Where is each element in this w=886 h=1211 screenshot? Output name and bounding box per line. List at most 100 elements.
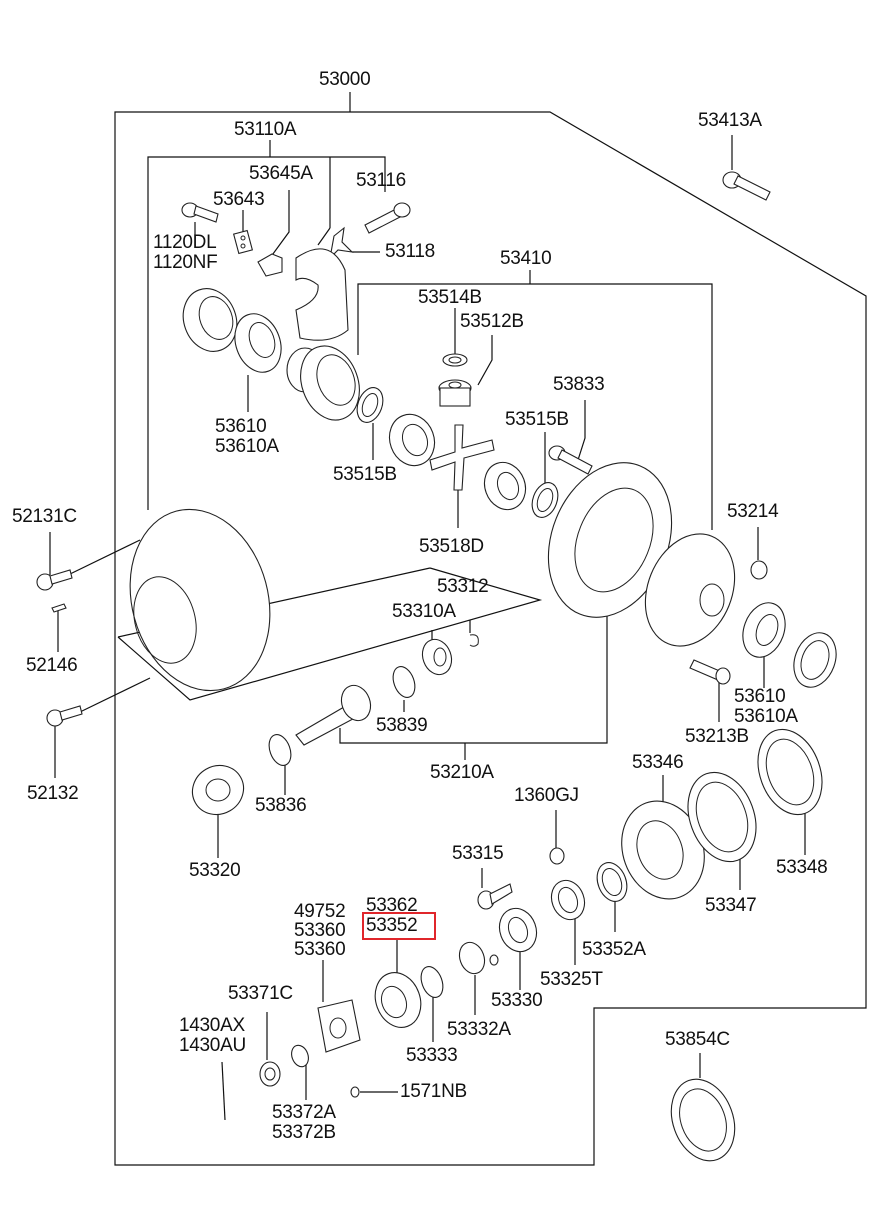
part-diff-case bbox=[286, 345, 360, 421]
part-snap-ring-53312 bbox=[469, 634, 479, 647]
part-nut-1360GJ bbox=[549, 847, 565, 865]
part-pin-52146 bbox=[51, 603, 67, 613]
part-label-53325T[interactable]: 53325T bbox=[540, 969, 603, 990]
part-label-53118[interactable]: 53118 bbox=[385, 241, 435, 262]
part-label-53332A[interactable]: 53332A bbox=[447, 1019, 511, 1040]
part-spacer-53839 bbox=[392, 666, 416, 698]
part-bolt-53413A bbox=[722, 171, 771, 201]
part-drive-pinion bbox=[295, 684, 372, 746]
part-label-53515B-left[interactable]: 53515B bbox=[333, 464, 397, 485]
part-label-53214[interactable]: 53214 bbox=[727, 501, 779, 522]
part-label-53514B[interactable]: 53514B bbox=[418, 287, 482, 308]
part-label-53347[interactable]: 53347 bbox=[705, 895, 757, 916]
part-bearing-53310A bbox=[421, 638, 453, 676]
part-label-53833[interactable]: 53833 bbox=[553, 374, 605, 395]
part-label-53330[interactable]: 53330 bbox=[491, 990, 543, 1011]
part-bearing-53320 bbox=[191, 764, 245, 816]
part-label-53518D[interactable]: 53518D bbox=[419, 536, 484, 557]
part-label-53110A[interactable]: 53110A bbox=[234, 119, 297, 140]
part-label-53213B[interactable]: 53213B bbox=[685, 726, 749, 747]
part-bolt-52132 bbox=[46, 705, 83, 727]
part-label-53643[interactable]: 53643 bbox=[213, 189, 265, 210]
part-label-53348[interactable]: 53348 bbox=[776, 857, 828, 878]
part-label-53372A[interactable]: 53372A bbox=[272, 1102, 336, 1123]
part-pinion-gear-53512B bbox=[438, 379, 472, 407]
part-label-53210A[interactable]: 53210A bbox=[430, 762, 494, 783]
part-washer-53515B-left bbox=[356, 387, 384, 423]
bracket-53210A bbox=[339, 612, 608, 760]
part-label-52146[interactable]: 52146 bbox=[26, 655, 78, 676]
part-washer-53515B-right bbox=[531, 482, 559, 518]
part-label-53410[interactable]: 53410 bbox=[500, 248, 552, 269]
part-bolt-53833 bbox=[548, 445, 593, 475]
part-label-53610-right[interactable]: 53610 bbox=[734, 686, 786, 707]
part-bearing-race-right bbox=[793, 632, 837, 688]
part-label-53000[interactable]: 53000 bbox=[319, 69, 371, 90]
part-bearing-53610 bbox=[234, 313, 282, 373]
part-label-52131C[interactable]: 52131C bbox=[12, 506, 77, 527]
part-label-53352[interactable]: 53352 bbox=[366, 915, 418, 936]
part-label-53371C[interactable]: 53371C bbox=[228, 983, 293, 1004]
part-side-gear-right bbox=[483, 461, 527, 511]
part-label-53360-a[interactable]: 53360 bbox=[294, 920, 346, 941]
part-label-53352A[interactable]: 53352A bbox=[582, 939, 646, 960]
part-bolt-52131C bbox=[36, 569, 73, 591]
part-label-53413A[interactable]: 53413A bbox=[698, 110, 762, 131]
bracket-53110A bbox=[147, 140, 386, 510]
part-label-53836[interactable]: 53836 bbox=[255, 795, 307, 816]
part-label-1430AX[interactable]: 1430AX bbox=[179, 1015, 245, 1036]
part-label-1120DL[interactable]: 1120DL bbox=[153, 232, 217, 253]
part-bearing-cap bbox=[295, 248, 349, 341]
part-label-53362[interactable]: 53362 bbox=[366, 895, 418, 916]
part-bearing-race-left bbox=[182, 288, 238, 352]
part-deflector-53352 bbox=[374, 972, 422, 1028]
part-axle-housing-flange bbox=[129, 508, 271, 692]
part-label-53116[interactable]: 53116 bbox=[356, 170, 406, 191]
part-spacer-53836 bbox=[268, 734, 292, 766]
part-label-53320[interactable]: 53320 bbox=[189, 860, 241, 881]
part-label-1120NF[interactable]: 1120NF bbox=[153, 252, 218, 273]
part-label-53515B-right[interactable]: 53515B bbox=[505, 409, 569, 430]
part-nut-53214 bbox=[750, 560, 768, 580]
bracket-53410 bbox=[247, 270, 713, 530]
part-label-53512B[interactable]: 53512B bbox=[460, 311, 524, 332]
part-label-53315[interactable]: 53315 bbox=[452, 843, 504, 864]
part-label-1360GJ[interactable]: 1360GJ bbox=[514, 785, 579, 806]
part-label-53360-b[interactable]: 53360 bbox=[294, 939, 346, 960]
part-label-53854C[interactable]: 53854C bbox=[665, 1029, 730, 1050]
part-oring-53333 bbox=[420, 966, 444, 998]
part-label-49752[interactable]: 49752 bbox=[294, 901, 346, 922]
part-label-53346[interactable]: 53346 bbox=[632, 752, 684, 773]
highlight-box-53352 bbox=[362, 912, 436, 940]
part-label-1571NB[interactable]: 1571NB bbox=[400, 1081, 467, 1102]
part-seal-53352A bbox=[596, 862, 628, 902]
part-gasket-53347 bbox=[687, 771, 757, 863]
leader-lines bbox=[49, 135, 806, 1121]
part-label-53645A[interactable]: 53645A bbox=[249, 163, 313, 184]
part-label-1430AU[interactable]: 1430AU bbox=[179, 1035, 246, 1056]
part-side-gear bbox=[388, 413, 436, 467]
part-label-52132[interactable]: 52132 bbox=[27, 783, 79, 804]
part-bearing-53330 bbox=[498, 907, 538, 953]
part-plug-1571NB bbox=[350, 1086, 360, 1098]
part-label-53610[interactable]: 53610 bbox=[215, 416, 267, 437]
part-label-53333[interactable]: 53333 bbox=[406, 1045, 458, 1066]
part-spider-53518D bbox=[429, 424, 495, 491]
part-bearing-53610-right bbox=[742, 602, 786, 658]
part-label-53312[interactable]: 53312 bbox=[437, 576, 489, 597]
part-ring-gear bbox=[547, 462, 673, 618]
part-bolt-1120DL bbox=[181, 202, 219, 223]
part-flange-53360 bbox=[317, 999, 361, 1053]
part-bolt-53315 bbox=[477, 883, 513, 910]
part-label-53610A-right[interactable]: 53610A bbox=[734, 706, 798, 727]
part-bearing-53325T bbox=[550, 879, 586, 921]
part-label-53310A[interactable]: 53310A bbox=[392, 601, 456, 622]
part-bolt-53116 bbox=[364, 202, 411, 234]
part-label-53610A[interactable]: 53610A bbox=[215, 436, 279, 457]
part-bolt-53213B bbox=[689, 659, 731, 685]
part-label-53372B[interactable]: 53372B bbox=[272, 1122, 336, 1143]
part-seal-53332A bbox=[458, 941, 499, 975]
part-label-53839[interactable]: 53839 bbox=[376, 715, 428, 736]
part-bracket-53645A bbox=[257, 253, 283, 277]
